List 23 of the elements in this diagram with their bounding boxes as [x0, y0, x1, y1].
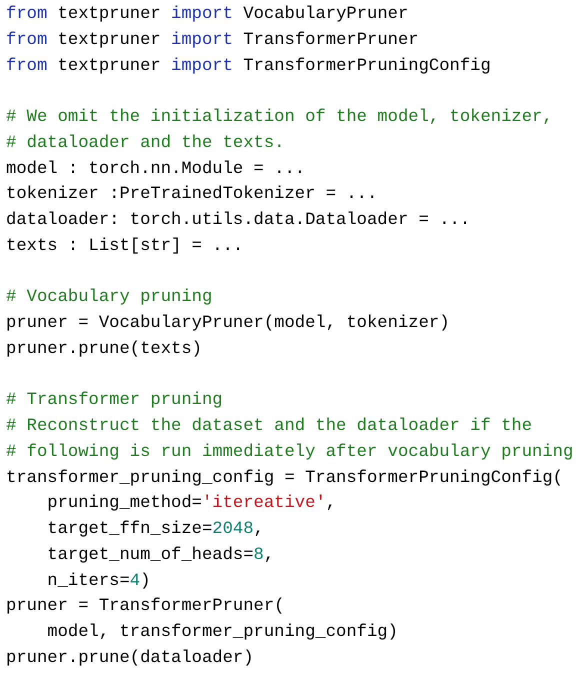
- code-line: pruner.prune(dataloader): [6, 648, 254, 670]
- code-line: # We omit the initialization of the model, tokenizer,: [6, 107, 553, 129]
- code-line: # Vocabulary pruning: [6, 287, 212, 310]
- code-line: pruner.prune(texts): [6, 338, 202, 361]
- code-line: texts : List[str] = ...: [6, 236, 244, 258]
- code-line: pruner = TransformerPruner(: [6, 596, 284, 618]
- code-line: target_ffn_size=2048,: [46, 519, 264, 541]
- code-line: target_num_of_heads=8,: [46, 544, 274, 567]
- code-line: model, transformer_pruning_config): [46, 622, 398, 644]
- code-line: # following is run immediately after vocabulary pruning: [6, 442, 574, 464]
- code-line: from textpruner import VocabularyPruner: [6, 4, 408, 26]
- code-line: dataloader: torch.utils.data.Dataloader = ...: [6, 210, 470, 232]
- code-line: # Reconstruct the dataset and the dataloader if the: [6, 416, 532, 438]
- code-line: from textpruner import TransformerPruningConfig: [6, 56, 491, 78]
- code-line: tokenizer :PreTrainedTokenizer = ...: [6, 184, 378, 206]
- code-line: n_iters=4): [46, 570, 150, 592]
- code-line: transformer_pruning_config = TransformerPruningConfig(: [6, 468, 563, 490]
- code-line: model : torch.nn.Module = ...: [6, 158, 306, 180]
- code-line: pruning_method='itereative',: [46, 493, 336, 516]
- code-line: # Transformer pruning: [6, 390, 223, 412]
- code-line: from textpruner import TransformerPruner: [6, 30, 419, 52]
- code-line: # dataloader and the texts.: [6, 132, 284, 155]
- code-line: pruner = VocabularyPruner(model, tokenizer): [6, 313, 450, 335]
